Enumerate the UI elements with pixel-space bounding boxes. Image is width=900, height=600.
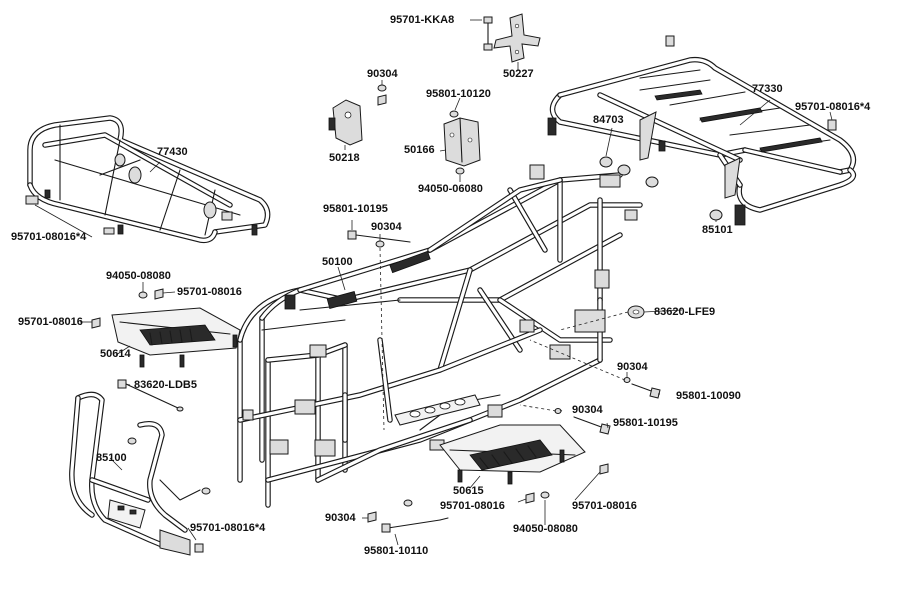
- nut-85101[interactable]: [645, 176, 723, 221]
- label-83620-lfe9: 83620-LFE9: [654, 306, 716, 318]
- label-90304-bottom: 90304: [325, 512, 356, 524]
- rear-rack-77330[interactable]: [547, 56, 857, 226]
- label-85101: 85101: [702, 224, 733, 236]
- label-85100: 85100: [96, 452, 127, 464]
- nut-94050-06080[interactable]: [455, 167, 465, 175]
- washer-90304-mid[interactable]: [375, 240, 385, 248]
- label-95701-08016-4-bottom: 95701-08016*4: [190, 522, 266, 534]
- nut-84703[interactable]: [599, 156, 631, 176]
- bolt-95701-08016-left[interactable]: [25, 195, 233, 235]
- label-90304-right2: 90304: [572, 404, 603, 416]
- label-95801-10195-right: 95801-10195: [613, 417, 678, 429]
- label-90304-top: 90304: [367, 68, 398, 80]
- label-83620-ldb5: 83620-LDB5: [134, 379, 197, 391]
- label-77430: 77430: [157, 146, 188, 158]
- label-50614: 50614: [100, 348, 131, 360]
- front-rack-77430[interactable]: [27, 115, 271, 244]
- label-95701-kka8: 95701-KKA8: [390, 14, 455, 26]
- bracket-50218[interactable]: [328, 99, 363, 146]
- label-95801-10120: 95801-10120: [426, 88, 491, 100]
- label-94050-08080-left: 94050-08080: [106, 270, 171, 282]
- label-95701-08016-d: 95701-08016: [572, 500, 637, 512]
- hardware-left-step[interactable]: [91, 288, 164, 329]
- bracket-50227[interactable]: [493, 13, 541, 63]
- bolt-83620-ldb5[interactable]: [117, 379, 184, 412]
- bolt-95801-10090[interactable]: [623, 377, 661, 399]
- label-95801-10090: 95801-10090: [676, 390, 741, 402]
- bolt-95701-08016-top[interactable]: [665, 35, 837, 131]
- label-90304-mid: 90304: [371, 221, 402, 233]
- label-94050-06080: 94050-06080: [418, 183, 483, 195]
- label-84703: 84703: [593, 114, 624, 126]
- bolt-95801-10195-top[interactable]: [347, 230, 411, 243]
- label-95701-08016-4-left: 95701-08016*4: [11, 231, 87, 243]
- label-95701-08016-4-top: 95701-08016*4: [795, 101, 871, 113]
- footrest-bracket-50614[interactable]: [111, 307, 241, 368]
- label-95801-10110: 95801-10110: [364, 545, 429, 557]
- main-frame-50100[interactable]: [237, 164, 643, 508]
- label-50615: 50615: [453, 485, 484, 497]
- label-50227: 50227: [503, 68, 534, 80]
- front-bumper-85100[interactable]: [69, 391, 211, 556]
- label-95701-08016-b: 95701-08016: [18, 316, 83, 328]
- label-94050-08080-bottom: 94050-08080: [513, 523, 578, 535]
- label-90304-right: 90304: [617, 361, 648, 373]
- label-95701-08016-a: 95701-08016: [177, 286, 242, 298]
- label-95801-10195-top: 95801-10195: [323, 203, 388, 215]
- washer-90304-top[interactable]: [377, 84, 387, 106]
- label-50166: 50166: [404, 144, 435, 156]
- footrest-bracket-50615[interactable]: [439, 424, 586, 485]
- bolt-95801-10110[interactable]: [381, 517, 449, 533]
- bolt-95801-10120[interactable]: [449, 110, 459, 118]
- label-95701-08016-c: 95701-08016: [440, 500, 505, 512]
- leader-lines: [34, 19, 833, 546]
- label-50218: 50218: [329, 152, 360, 164]
- label-77330: 77330: [752, 83, 783, 95]
- nut-83620-lfe9[interactable]: [627, 305, 645, 319]
- label-50100: 50100: [322, 256, 353, 268]
- bolt-95701-kka8[interactable]: [483, 16, 493, 51]
- bracket-50166[interactable]: [443, 117, 481, 167]
- hardware-right-step[interactable]: [367, 463, 609, 523]
